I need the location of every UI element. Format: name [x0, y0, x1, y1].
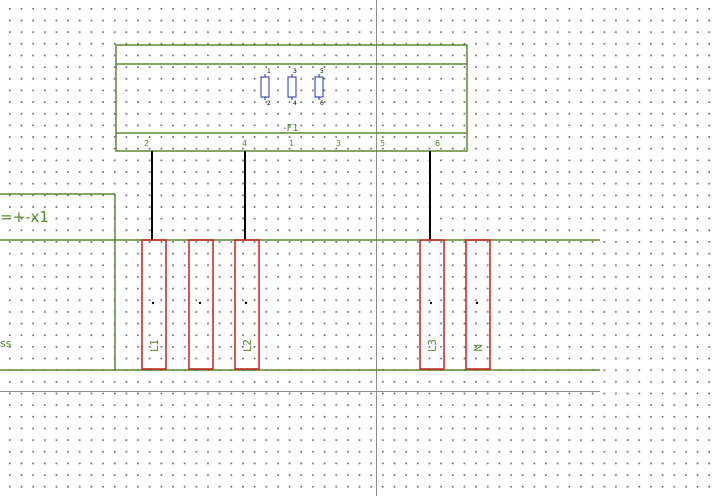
- device-pin-number: 1: [289, 139, 294, 148]
- terminal-label: L1: [148, 339, 161, 352]
- terminal-l3[interactable]: L3: [419, 239, 445, 370]
- device-f1[interactable]: -F1 1 2 3 4 5 6 2 4 1 3 5 6: [115, 44, 468, 152]
- fuse-symbol-2[interactable]: 3 4: [287, 68, 297, 107]
- fuse-symbol-3[interactable]: 5 6: [314, 68, 324, 107]
- device-pin-number: 5: [380, 139, 385, 148]
- device-pin-number: 4: [242, 139, 247, 148]
- strip-side-text: ss: [0, 337, 12, 350]
- fuse-pin-bottom: 6: [320, 100, 324, 107]
- fuse-pin-bottom: 4: [293, 100, 297, 107]
- device-label: -F1: [283, 123, 299, 134]
- strip-label: =+-x1: [0, 208, 49, 226]
- fuse-pin-top: 1: [267, 68, 271, 75]
- fuse-symbol-1[interactable]: 1 2: [260, 68, 271, 107]
- fuse-pin-bottom: 2: [267, 100, 271, 107]
- fuse-pin-top: 5: [320, 68, 324, 75]
- terminal-label: L3: [426, 339, 439, 352]
- terminal-2[interactable]: [188, 239, 214, 370]
- device-frame: [115, 44, 468, 152]
- terminal-label: L2: [241, 339, 254, 352]
- device-pin-number: 6: [435, 139, 440, 148]
- terminal-label: N: [472, 344, 485, 352]
- terminal-l1[interactable]: L1: [141, 239, 167, 370]
- terminal-l2[interactable]: L2: [234, 239, 260, 370]
- fuse-pin-top: 3: [293, 68, 297, 75]
- terminal-n[interactable]: N: [465, 239, 491, 370]
- terminal-strip-x1[interactable]: =+-x1 ss L1 L2 L3 N: [0, 193, 600, 371]
- device-pin-number: 2: [144, 139, 149, 148]
- device-pin-number: 3: [336, 139, 341, 148]
